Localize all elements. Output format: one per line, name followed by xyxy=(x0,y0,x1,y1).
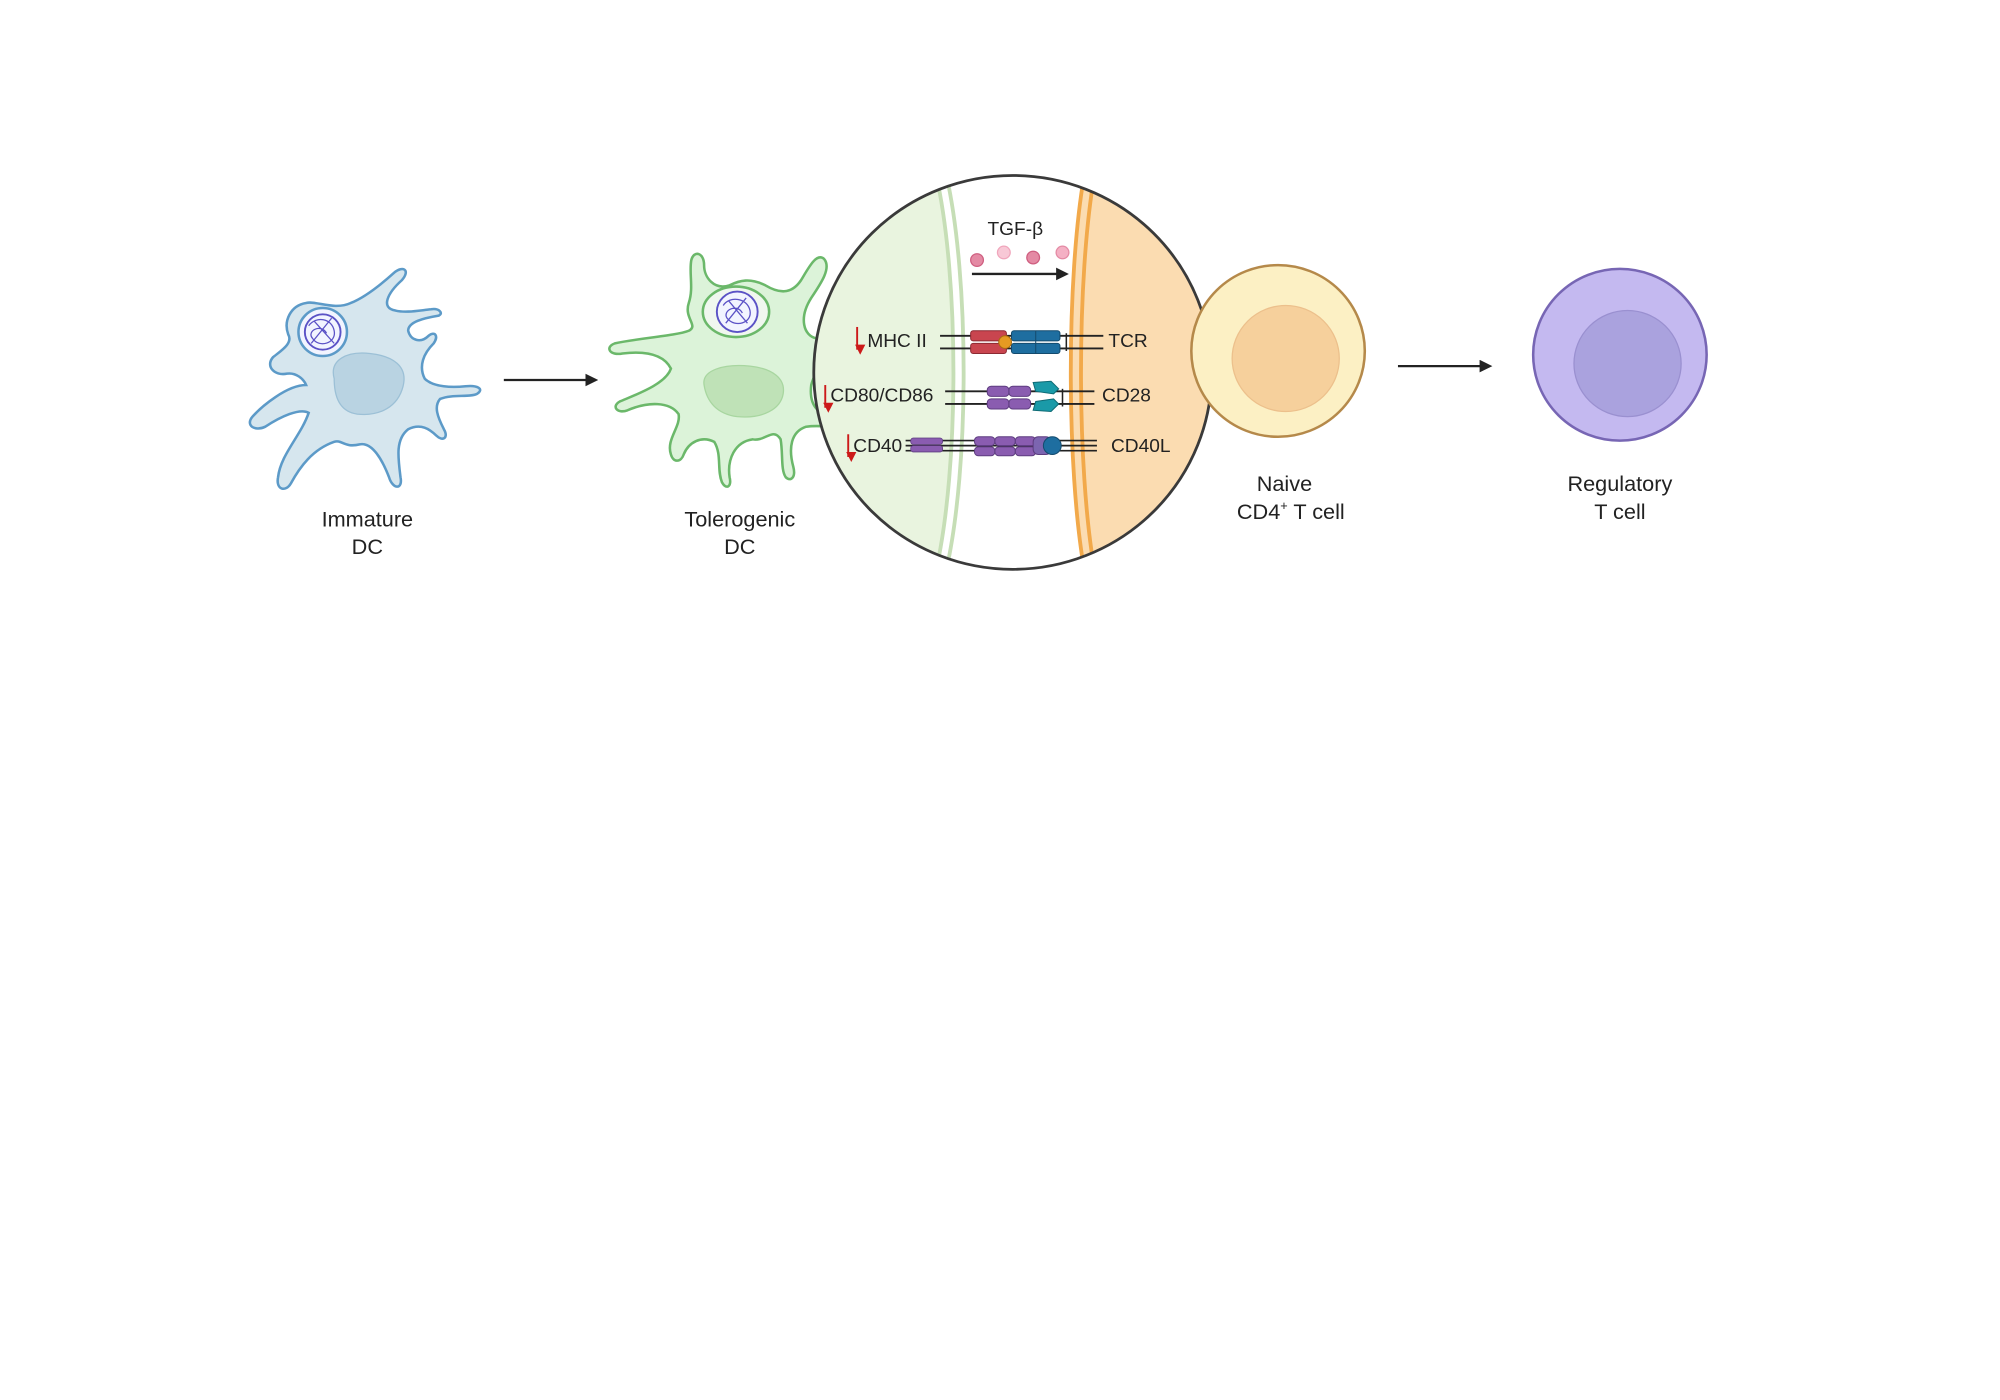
tgf-beta-molecule-icon xyxy=(996,245,1011,260)
cd40l-label: CD40L xyxy=(1111,436,1171,457)
cd40-label: CD40 xyxy=(853,436,902,457)
naive-t-label-line1: Naive xyxy=(1257,471,1312,496)
tcr-label: TCR xyxy=(1108,331,1147,352)
tolerogenic-dc-label-line1: Tolerogenic xyxy=(684,507,795,532)
immature-dc-label-line1: Immature xyxy=(322,507,414,532)
tgf-beta-molecule-icon xyxy=(1026,250,1041,265)
tgf-beta-label: TGF-β xyxy=(988,219,1044,240)
peptide-antigen-icon xyxy=(998,335,1012,349)
cd28-label: CD28 xyxy=(1102,386,1151,407)
synapse-zoom: TGF-β MHC II TCR CD80/CD86 CD28 xyxy=(812,174,1214,571)
treg-label-line2: T cell xyxy=(1594,499,1645,524)
dc-membrane-region xyxy=(813,175,954,570)
tolerogenic-dc-cell xyxy=(608,252,858,488)
naive-t-cell-nucleus xyxy=(1231,304,1340,413)
tgf-beta-molecule-icon xyxy=(970,253,985,267)
tolerogenic-dc-nucleus xyxy=(703,364,785,418)
tolerogenic-dc-label-line2: DC xyxy=(724,534,755,559)
cd28-molecule xyxy=(1032,380,1060,395)
t-cell-membrane-region xyxy=(1070,175,1212,570)
immature-dc-cell xyxy=(248,267,482,490)
treg-label-line1: Regulatory xyxy=(1567,471,1672,496)
mhc-ii-label: MHC II xyxy=(867,331,926,352)
immature-dc-label-line2: DC xyxy=(352,534,383,559)
cd40-molecule xyxy=(910,437,943,445)
cd80-cd86-label: CD80/CD86 xyxy=(830,386,933,407)
naive-cd4-t-cell xyxy=(1190,263,1367,439)
treg-nucleus xyxy=(1573,309,1682,418)
tgf-beta-molecule-icon xyxy=(1055,245,1070,260)
naive-t-label-line2: CD4+ T cell xyxy=(1237,499,1345,524)
cd80-cd86-molecule xyxy=(986,385,1010,397)
regulatory-t-cell xyxy=(1531,267,1708,442)
cd40l-molecule xyxy=(1042,436,1062,455)
immature-dc-nucleus xyxy=(332,352,405,416)
